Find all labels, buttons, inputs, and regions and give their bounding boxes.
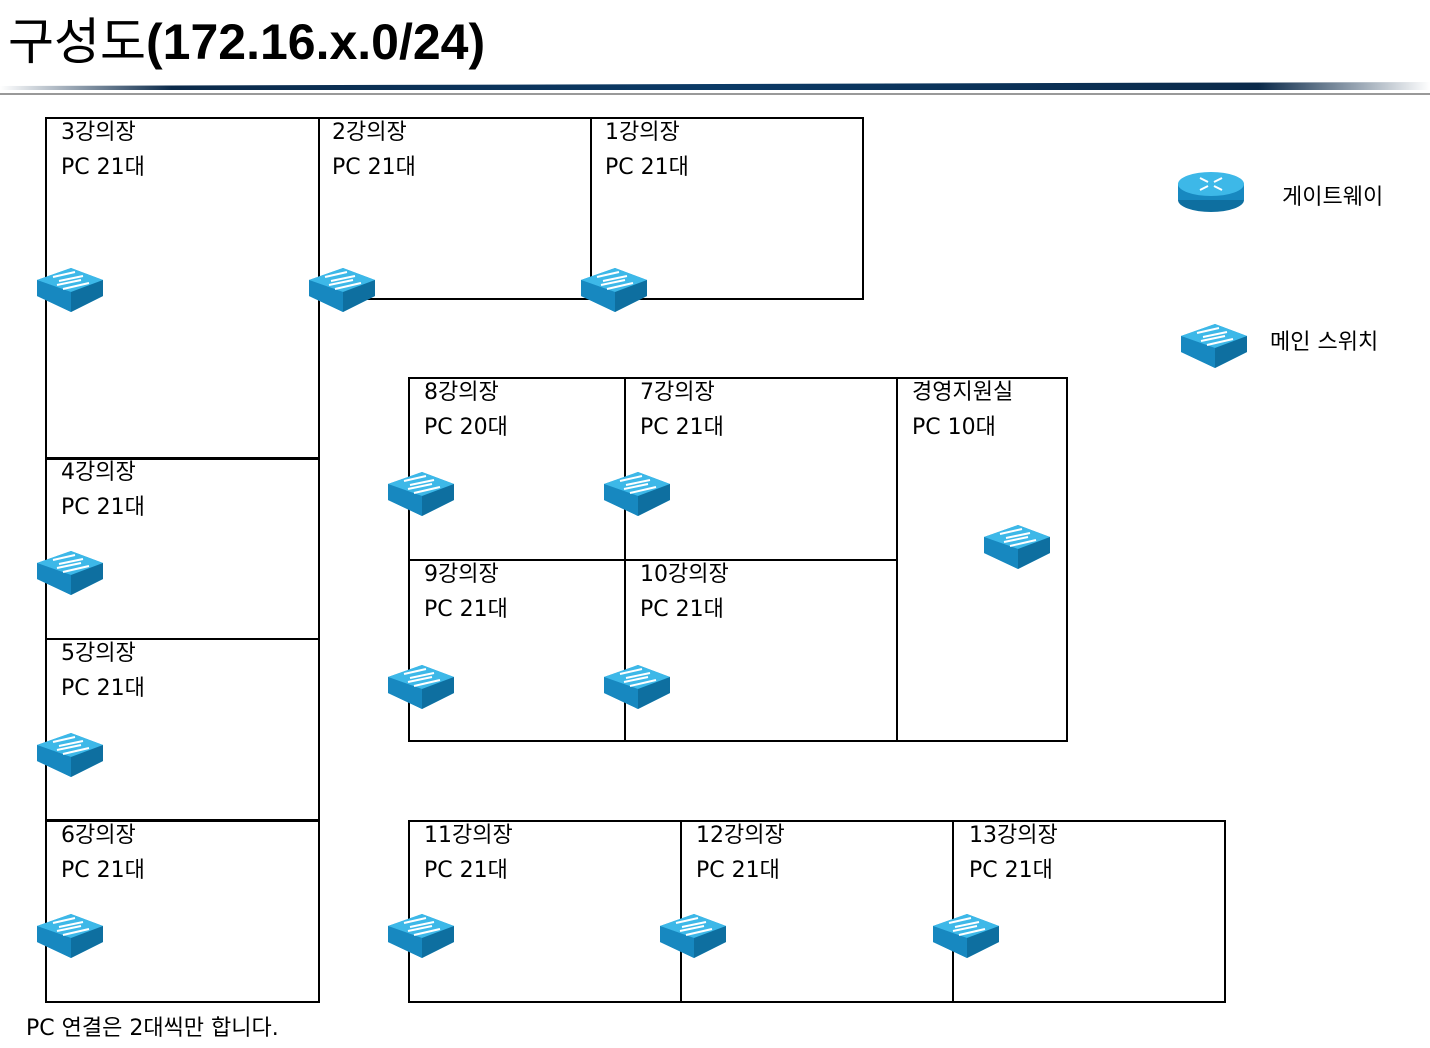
switch-icon	[36, 732, 104, 778]
title-rule	[0, 82, 1430, 95]
switch-icon	[36, 913, 104, 959]
room-13: 13강의장 PC 21대	[952, 820, 1226, 1003]
room-name: 4강의장	[61, 460, 136, 485]
switch-icon	[603, 664, 671, 710]
room-pc-count: PC 21대	[61, 676, 145, 701]
switch-icon	[308, 267, 376, 313]
switch-icon	[983, 524, 1051, 570]
room-pc-count: PC 21대	[61, 495, 145, 520]
room-name: 2강의장	[332, 120, 407, 145]
room-name: 5강의장	[61, 641, 136, 666]
room-12: 12강의장 PC 21대	[680, 820, 954, 1003]
switch-icon	[387, 664, 455, 710]
room-pc-count: PC 10대	[912, 415, 996, 440]
room-pc-count: PC 21대	[640, 415, 724, 440]
room-name: 10강의장	[640, 562, 729, 587]
room-pc-count: PC 20대	[424, 415, 508, 440]
switch-icon	[36, 267, 104, 313]
room-name: 경영지원실	[912, 380, 1014, 405]
room-name: 1강의장	[605, 120, 680, 145]
title-network: (172.16.x.0/24)	[146, 14, 486, 70]
switch-icon	[659, 913, 727, 959]
switch-icon	[36, 550, 104, 596]
room-pc-count: PC 21대	[696, 858, 780, 883]
footnote: PC 연결은 2대씩만 합니다.	[26, 1016, 279, 1041]
room-7: 7강의장 PC 21대	[624, 377, 898, 561]
room-4: 4강의장 PC 21대	[45, 457, 320, 640]
room-9: 9강의장 PC 21대	[408, 559, 626, 742]
room-name: 6강의장	[61, 823, 136, 848]
room-1: 1강의장 PC 21대	[590, 117, 864, 300]
legend-main-switch-label: 메인 스위치	[1270, 330, 1379, 355]
switch-icon	[603, 471, 671, 517]
room-pc-count: PC 21대	[61, 155, 145, 180]
room-name: 3강의장	[61, 120, 136, 145]
room-6: 6강의장 PC 21대	[45, 820, 320, 1003]
switch-icon	[387, 913, 455, 959]
room-name: 11강의장	[424, 823, 513, 848]
room-pc-count: PC 21대	[424, 597, 508, 622]
switch-icon	[387, 471, 455, 517]
legend-gateway-label: 게이트웨이	[1282, 185, 1384, 210]
switch-icon	[932, 913, 1000, 959]
room-2: 2강의장 PC 21대	[318, 117, 592, 300]
room-name: 13강의장	[969, 823, 1058, 848]
room-name: 12강의장	[696, 823, 785, 848]
room-pc-count: PC 21대	[640, 597, 724, 622]
router-icon	[1178, 172, 1244, 212]
room-name: 8강의장	[424, 380, 499, 405]
switch-icon	[580, 267, 648, 313]
room-name: 9강의장	[424, 562, 499, 587]
room-pc-count: PC 21대	[969, 858, 1053, 883]
room-pc-count: PC 21대	[605, 155, 689, 180]
room-management: 경영지원실 PC 10대	[896, 377, 1068, 742]
room-pc-count: PC 21대	[332, 155, 416, 180]
room-pc-count: PC 21대	[61, 858, 145, 883]
switch-icon	[1180, 323, 1248, 369]
page-title: 구성도(172.16.x.0/24)	[8, 12, 485, 72]
room-11: 11강의장 PC 21대	[408, 820, 682, 1003]
room-name: 7강의장	[640, 380, 715, 405]
title-korean: 구성도	[8, 13, 146, 71]
room-pc-count: PC 21대	[424, 858, 508, 883]
room-10: 10강의장 PC 21대	[624, 559, 898, 742]
